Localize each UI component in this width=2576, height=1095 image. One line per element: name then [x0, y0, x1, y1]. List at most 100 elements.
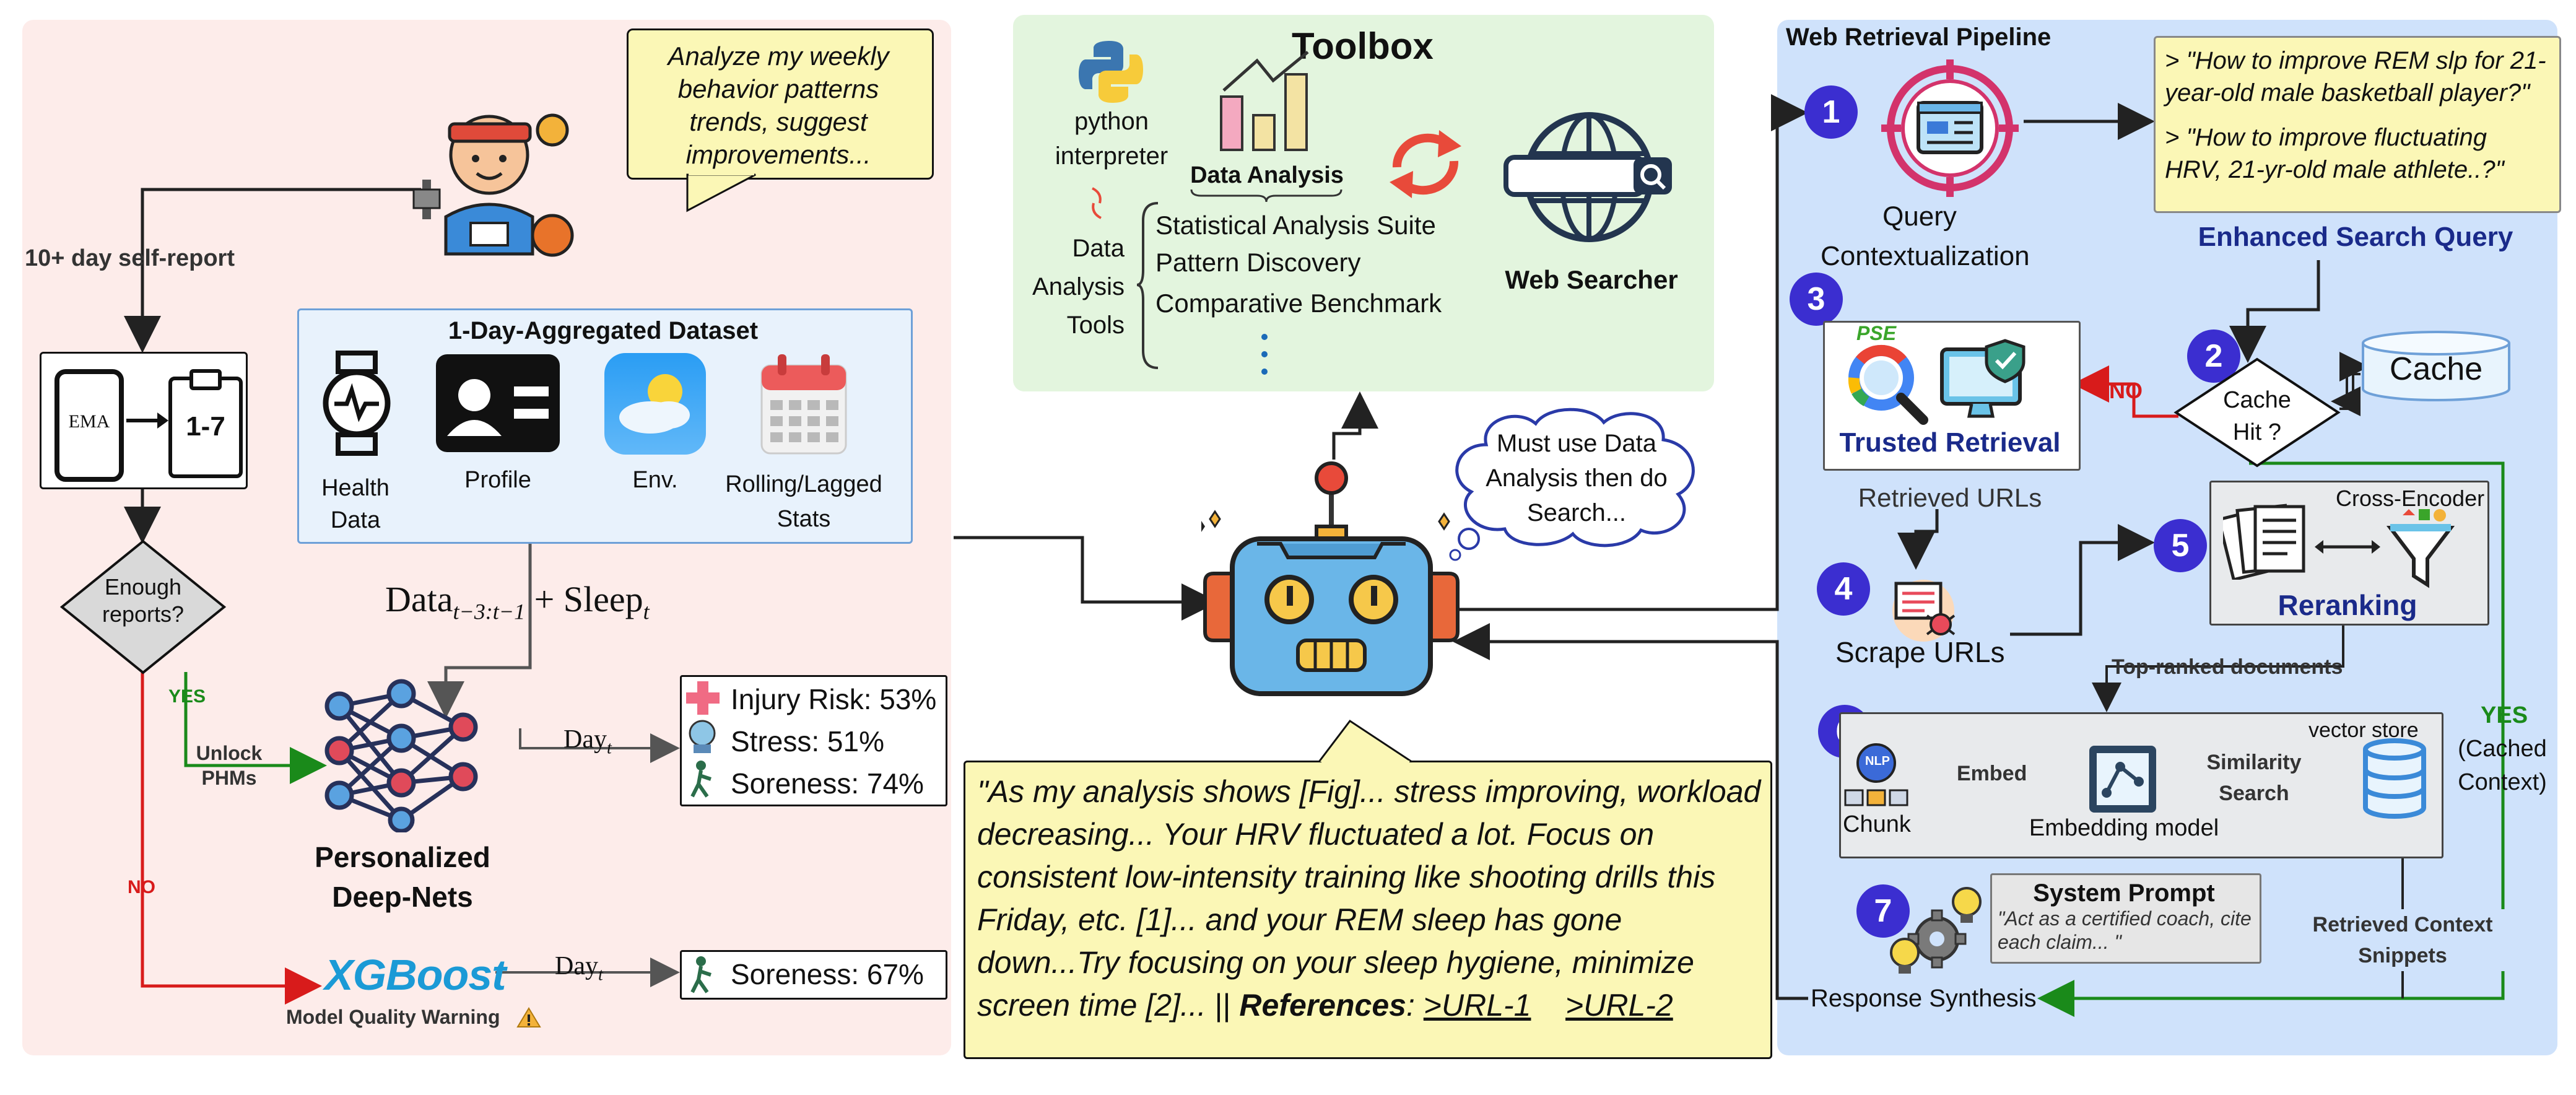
yes-label: YES [168, 686, 206, 707]
day-label-2: Dayt [555, 952, 603, 985]
cache-label: Cache [2389, 351, 2483, 387]
xgb-prediction: Soreness: 67% [731, 958, 924, 990]
pse-label: PSE [1856, 322, 1897, 344]
step-badge-7: 7 [1856, 884, 1910, 938]
phone-icon [54, 369, 124, 482]
chunk-label: Chunk [1843, 811, 1911, 837]
reference-url-1[interactable]: >URL-1 [1423, 988, 1531, 1023]
cached-context-label: (Cached Context) [2458, 736, 2547, 795]
formula: Datat−3:t−1 + Sleept [385, 579, 650, 624]
profile-card-icon [436, 354, 560, 452]
queries-box [2154, 36, 2561, 213]
thought-cloud [1449, 408, 1695, 561]
secure-monitor-icon [1940, 339, 2026, 418]
athlete-icon [412, 113, 574, 257]
nlp-label: NLP [1865, 754, 1890, 768]
xgb-prediction-box [680, 950, 947, 1000]
python-label: python interpreter [1055, 108, 1168, 170]
stress-icon [689, 720, 716, 753]
data-analysis-chart-icon [1220, 51, 1309, 151]
data-analysis-label: Data Analysis [1190, 162, 1344, 188]
decision-diamond [59, 539, 227, 674]
dataset-title: 1-Day-Aggregated Dataset [448, 317, 759, 344]
xgboost-logo: XGBoost [324, 951, 506, 999]
step-badge-4: 4 [1817, 562, 1870, 616]
system-prompt-title: System Prompt [2033, 879, 2215, 907]
pipeline-title: Web Retrieval Pipeline [1786, 24, 2052, 51]
tools-label: Data Analysis Tools [1032, 235, 1125, 339]
neural-net-icon [324, 679, 478, 832]
scrape-icon [1892, 580, 1956, 642]
vector-store-label: vector store [2308, 718, 2419, 742]
day-label-1: Dayt [564, 725, 612, 758]
cross-encoder-label: Cross-Encoder [2336, 486, 2485, 511]
top-ranked-label: Top-ranked documents [2112, 655, 2343, 679]
prediction-injury: Injury Risk: 53% [731, 683, 937, 715]
no-label-right: NO [2109, 378, 2143, 403]
reranking-label: Reranking [2278, 589, 2417, 621]
dataset-item-stats: Rolling/Lagged Stats [725, 471, 882, 532]
soreness-icon [690, 761, 711, 798]
step-badge-5: 5 [2154, 519, 2207, 572]
dataset-item-health: Health Data [321, 475, 389, 533]
response-tail [1318, 719, 1412, 763]
quality-warning: Model Quality Warning [286, 1006, 500, 1028]
ema-label: EMA [68, 411, 110, 432]
cache-hit-label: Cache Hit ? [2223, 387, 2291, 445]
system-prompt-note [1990, 873, 2261, 964]
injury-cross-icon [686, 681, 720, 715]
response-box [964, 761, 1772, 1059]
prediction-stress: Stress: 51% [731, 725, 884, 757]
query-ctx-label: Query Contextualization [1821, 201, 2030, 271]
tool-item-0: Statistical Analysis Suite [1155, 211, 1436, 240]
dataset-item-profile: Profile [464, 467, 531, 493]
similarity-label: Similarity Search [2192, 747, 2316, 809]
web-searcher-label: Web Searcher [1505, 265, 1678, 294]
reference-gap [1531, 988, 1565, 1023]
smartwatch-icon [323, 351, 391, 456]
prediction-soreness: Soreness: 74% [731, 767, 924, 800]
documents-icon [2223, 504, 2305, 580]
cache-hit-diamond [2174, 357, 2341, 468]
sync-arrows-icon [1390, 130, 1461, 198]
predictions-box [680, 675, 947, 806]
system-prompt-text: "Act as a certified coach, cite each cla… [1998, 907, 2252, 953]
note-tail [686, 173, 756, 212]
vector-store-icon [2363, 738, 2426, 819]
yes-label-right: YES [2481, 702, 2528, 728]
embedding-model-icon [2089, 746, 2156, 813]
more-dots-icon [1261, 334, 1268, 375]
query-1: > "How to improve fluctuating HRV, 21-yr… [2165, 124, 2504, 183]
decision-label: Enough reports? [102, 574, 185, 627]
response-text: "As my analysis shows [Fig]... stress im… [977, 770, 1764, 1027]
warning-icon [516, 1007, 541, 1027]
scrape-urls-label: Scrape URLs [1835, 636, 2005, 668]
python-icon [1079, 41, 1143, 103]
tool-item-1: Pattern Discovery [1155, 248, 1361, 277]
filter-funnel-icon [2387, 509, 2455, 588]
step-badge-1: 1 [1804, 85, 1858, 139]
thought-text: Must use Data Analysis then do Search... [1486, 430, 1668, 526]
gear-bulbs-icon [1890, 887, 1982, 974]
scale-label: 1-7 [186, 411, 225, 442]
trusted-retrieval-label: Trusted Retrieval [1839, 427, 2061, 458]
cache-cylinder [2362, 331, 2510, 401]
query-0: > "How to improve REM slp for 21-year-ol… [2165, 47, 2546, 107]
embedding-model-label: Embedding model [2029, 815, 2219, 841]
step-badge-3: 3 [1790, 273, 1843, 326]
response-body: "As my analysis shows [Fig]... stress im… [977, 774, 1761, 1023]
tool-item-2: Comparative Benchmark [1155, 289, 1442, 318]
nlp-chunk-icon [1844, 743, 1908, 806]
calendar-icon [760, 354, 847, 455]
self-report-label: 10+ day self-report [25, 245, 235, 271]
tools-bracket [1136, 202, 1159, 369]
user-request-note [627, 28, 934, 180]
weather-icon [604, 353, 706, 455]
unlock-label: Unlock PHMs [196, 742, 263, 789]
robot-agent-icon [1201, 461, 1460, 696]
reference-url-2[interactable]: >URL-2 [1565, 988, 1673, 1023]
toolbox-title: Toolbox [1292, 25, 1434, 67]
retrieved-urls-label: Retrieved URLs [1858, 483, 2042, 512]
retrieved-snippets-label: Retrieved Context Snippets [2291, 909, 2514, 971]
